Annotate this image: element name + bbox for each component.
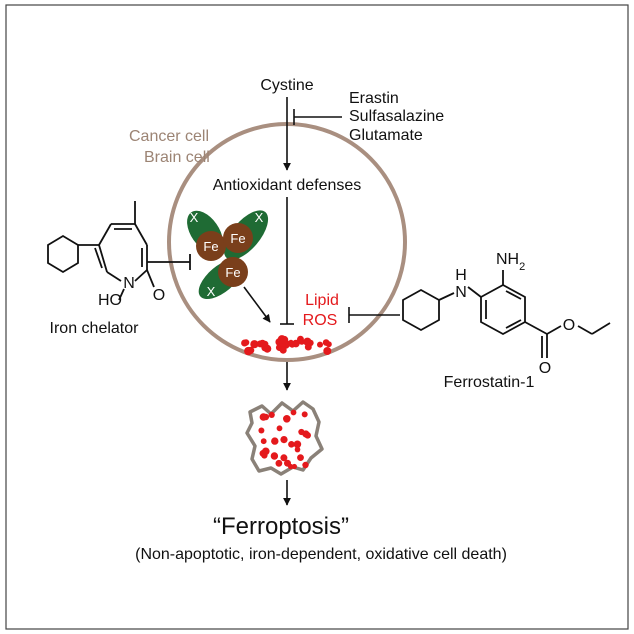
lipid-ros-dots (241, 335, 332, 356)
ferrostatin-atom-n: N (455, 284, 467, 301)
ferrostatin-benzene-ring (480, 283, 526, 336)
inhibitor-sulfasalazine: Sulfasalazine (349, 108, 444, 125)
iron-atom-1 (196, 231, 226, 261)
carbonyl-bond (146, 269, 155, 288)
chelator-atom-ho: HO (98, 292, 122, 309)
ros-dot (263, 344, 272, 353)
ferroptosis-subtitle: (Non-apoptotic, iron-dependent, oxidativ… (135, 546, 507, 563)
inhibitor-glutamate: Glutamate (349, 127, 423, 144)
ros-dot (322, 339, 330, 346)
death-ros-dot (304, 432, 312, 439)
ferrostatin-ring-to-n (438, 292, 455, 301)
chelator-atom-n: N (123, 275, 135, 292)
lipid-ros-label-lipid: Lipid (305, 292, 339, 309)
n-oh-bond (118, 288, 125, 301)
death-ros-dot (288, 441, 295, 448)
death-ros-dot (268, 411, 275, 418)
ferrostatin-ester-bond (524, 321, 548, 335)
death-ros-dot (293, 440, 302, 449)
death-ros-dot (258, 427, 265, 434)
death-ros-dot (294, 446, 301, 453)
pyridone-bond-1 (98, 223, 112, 246)
death-ros-dot (271, 437, 279, 445)
lipid-ros-label-ros: ROS (303, 312, 338, 329)
pyridone-bond-6 (106, 271, 122, 282)
ferrostatin-n-to-benzene (467, 286, 482, 298)
ferroptosis-title: “Ferroptosis” (213, 513, 349, 540)
death-ros-dot (262, 449, 269, 455)
ferrostatin-atom-nh2: NH2 (496, 251, 525, 273)
antioxidant-label: Antioxidant defenses (213, 177, 362, 194)
death-ros-dot (284, 459, 291, 467)
inhibitor-erastin: Erastin (349, 90, 399, 107)
pyridone-double-3 (94, 247, 103, 269)
pyridone-bond-5 (134, 269, 148, 282)
ferrostatin-structure (402, 270, 611, 358)
ferrostatin-atom-carbonyl-o: O (539, 360, 551, 377)
iron-label-2: Fe (230, 231, 245, 246)
iron-atom-3 (218, 257, 248, 287)
figure-frame (5, 4, 629, 630)
ferrostatin-cyclohexyl-ring (402, 288, 440, 332)
ros-dot (258, 339, 267, 348)
ros-dot (250, 340, 259, 349)
ros-dot (279, 346, 287, 354)
ferrostatin-benzene-double-1 (505, 290, 522, 300)
iron-chelator-label: Iron chelator (50, 320, 140, 337)
cyclohexyl-ring (47, 234, 79, 274)
death-ros-dot (276, 425, 283, 432)
cell-type-brain: Brain cell (144, 149, 210, 166)
death-ros-dot (301, 411, 308, 418)
chelator-x-3: X (207, 284, 216, 299)
death-ros-dot (270, 452, 279, 460)
ros-dot (280, 335, 289, 344)
ruptured-cell-ros-dots (258, 409, 312, 470)
iron-label-3: Fe (225, 265, 240, 280)
death-ros-dot (275, 459, 283, 467)
ferrostatin-atom-h: H (455, 267, 467, 284)
ferrostatin-ester-o-bond (546, 325, 562, 335)
chelator-atom-o: O (153, 287, 165, 304)
death-ros-dot (283, 415, 291, 423)
death-ros-dot (297, 454, 304, 461)
ferrostatin-label: Ferrostatin-1 (444, 374, 535, 391)
iron-to-ros-arrow (243, 286, 271, 323)
ferrostatin-ethyl-bond-1 (577, 325, 593, 335)
pyridone-bond-3 (134, 223, 148, 246)
iron-chelator-structure (47, 201, 191, 301)
death-ros-dot (291, 463, 297, 470)
death-ros-dot (298, 428, 305, 436)
ros-dot (317, 341, 323, 348)
death-ros-dot (280, 454, 288, 462)
chelator-x-1: X (190, 210, 199, 225)
pyridone-bond-7 (98, 244, 108, 273)
ferrostatin-atom-ester-o: O (563, 317, 575, 334)
cell-type-cancer: Cancer cell (129, 128, 209, 145)
ros-dot (297, 336, 304, 343)
death-ros-dot (260, 438, 267, 445)
chelator-iron-complex: X X X Fe Fe Fe (187, 210, 269, 300)
ros-dot (241, 339, 249, 347)
death-ros-dot (259, 413, 268, 421)
ros-dot (247, 348, 254, 354)
ferrostatin-ethyl-bond-2 (591, 322, 611, 335)
death-ros-dot (280, 436, 288, 444)
chelator-x-2: X (255, 210, 264, 225)
ros-dot (323, 347, 332, 355)
cystine-label: Cystine (260, 77, 313, 94)
iron-atom-2 (223, 223, 253, 253)
iron-label-1: Fe (203, 239, 218, 254)
ferrostatin-benzene-double-3 (505, 319, 522, 329)
death-ros-dot (302, 461, 309, 469)
death-ros-dot (290, 409, 297, 416)
ros-dot (303, 337, 312, 346)
